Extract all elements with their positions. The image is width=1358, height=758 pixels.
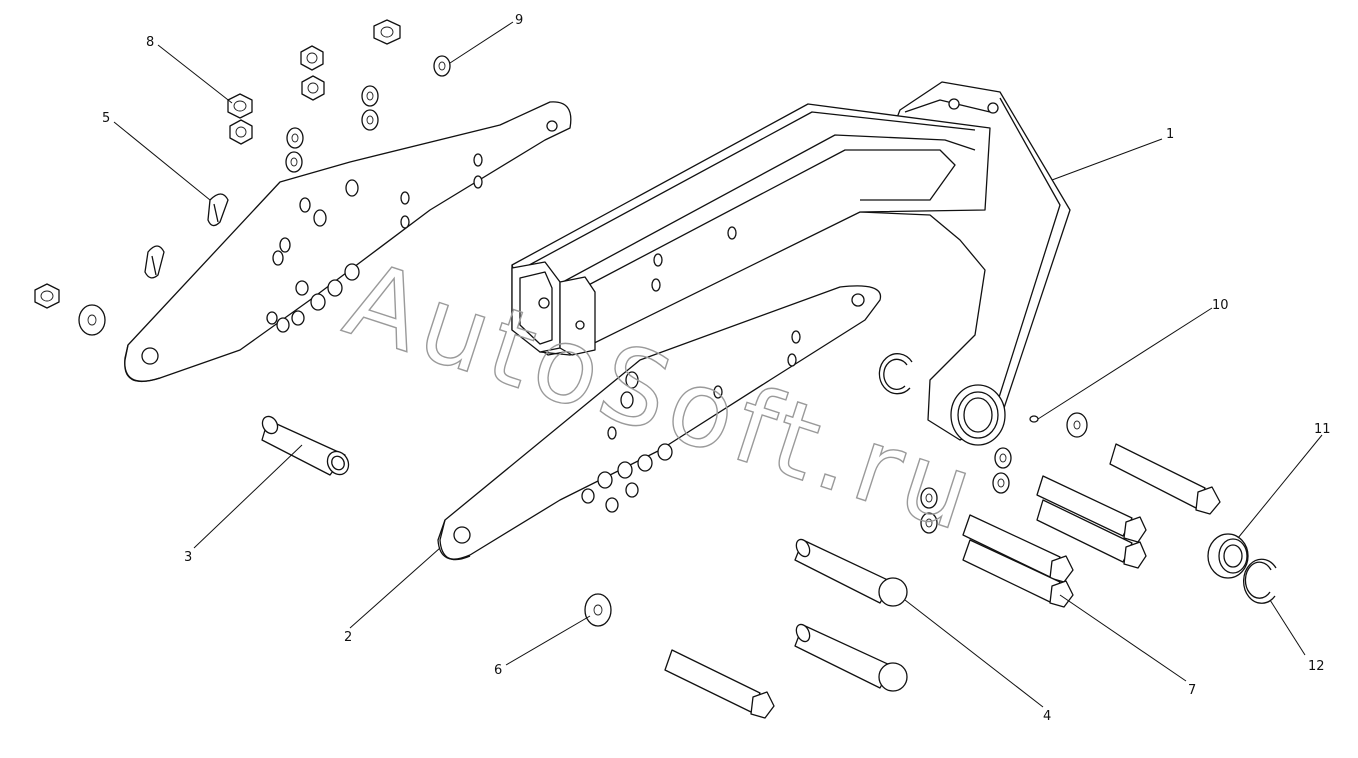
part-10-grease-fitting <box>1029 415 1039 423</box>
callout-5: 5 <box>102 111 110 126</box>
washers <box>78 55 1088 534</box>
rear-plate <box>124 101 572 383</box>
callout-7: 7 <box>1188 683 1196 698</box>
part-1-arm-frame <box>511 81 1071 446</box>
callout-labels: 1 2 3 4 5 6 7 8 9 10 11 12 <box>102 13 1331 724</box>
callout-6: 6 <box>494 663 502 678</box>
part-5-lynch-pins <box>144 193 229 279</box>
part-8-nuts <box>34 19 401 309</box>
callout-12: 12 <box>1308 659 1325 674</box>
callout-9: 9 <box>515 13 523 28</box>
callout-4: 4 <box>1043 709 1051 724</box>
part-2-front-plate <box>437 285 882 561</box>
part-11-bushing <box>1207 533 1249 579</box>
part-6-washer <box>584 593 612 627</box>
part-4-pins <box>794 538 908 692</box>
callout-10: 10 <box>1212 298 1229 313</box>
part-7-bolts <box>664 443 1221 719</box>
callout-2: 2 <box>344 630 352 645</box>
callout-3: 3 <box>184 550 192 565</box>
part-12-circlip <box>1243 558 1277 604</box>
part-3-sleeve <box>261 415 350 476</box>
circlips <box>878 353 1277 604</box>
leader-lines <box>113 21 1323 708</box>
callout-1: 1 <box>1166 127 1174 142</box>
callout-8: 8 <box>146 35 154 50</box>
callout-11: 11 <box>1314 422 1331 437</box>
